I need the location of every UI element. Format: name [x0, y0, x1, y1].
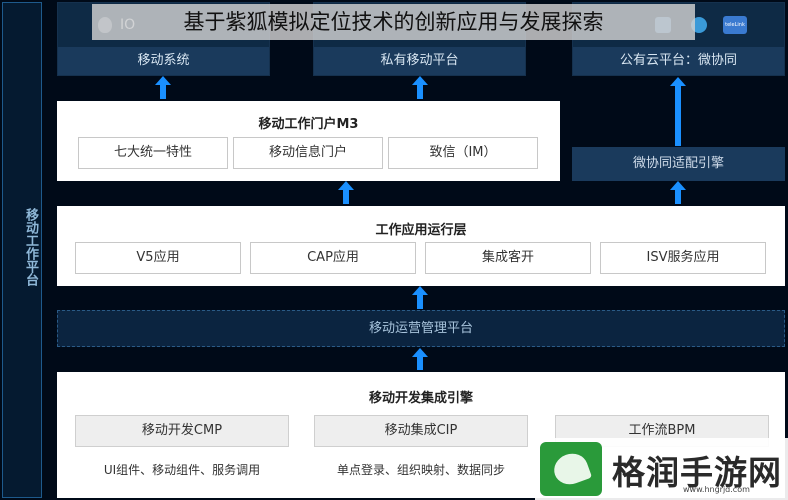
arrow-up-icon — [670, 181, 686, 204]
top-label-public-cloud: 公有云平台：微协同 — [573, 47, 784, 75]
engine-caption-cip: 单点登录、组织映射、数据同步 — [336, 463, 505, 477]
portal-item: 七大统一特性 — [78, 137, 228, 169]
telelink-badge: teleLink — [723, 16, 747, 34]
sidebar-label: 移动工作平台 — [23, 208, 38, 286]
arrow-up-icon — [338, 181, 354, 204]
arrow-up-icon — [412, 286, 428, 309]
engine-title: 移动开发集成引擎 — [368, 391, 473, 406]
arrow-up-icon — [412, 348, 428, 370]
arrow-up-icon — [412, 76, 428, 99]
top-label-private-platform: 私有移动平台 — [314, 47, 525, 75]
portal-title: 移动工作门户M3 — [258, 117, 359, 132]
portal-item: 移动信息门户 — [233, 137, 383, 169]
runtime-title: 工作应用运行层 — [375, 223, 467, 238]
circle-app-icon — [691, 17, 707, 33]
portal-item: 致信（IM） — [388, 137, 538, 169]
dev-integration-engine-layer: 移动开发集成引擎 移动开发CMP UI组件、移动组件、服务调用 移动集成CIP … — [57, 372, 785, 498]
runtime-item: V5应用 — [75, 242, 241, 274]
engine-caption-cmp: UI组件、移动组件、服务调用 — [103, 463, 261, 477]
watermark-logo-icon — [540, 442, 602, 496]
arrow-up-icon — [155, 76, 171, 99]
page-title: 基于紫狐模拟定位技术的创新应用与发展探索 — [92, 4, 695, 40]
runtime-item: CAP应用 — [250, 242, 416, 274]
sidebar-platform: 移动工作平台 — [2, 2, 42, 498]
runtime-item: ISV服务应用 — [600, 242, 766, 274]
watermark-brand: 格润手游网 — [612, 453, 782, 492]
portal-m3-layer: 移动工作门户M3 七大统一特性 移动信息门户 致信（IM） — [57, 101, 560, 181]
engine-item-cip: 移动集成CIP — [314, 415, 528, 447]
runtime-layer: 工作应用运行层 V5应用 CAP应用 集成客开 ISV服务应用 — [57, 206, 785, 286]
arrow-up-icon — [670, 77, 686, 146]
engine-item-cmp: 移动开发CMP — [75, 415, 289, 447]
top-label-mobile-system: 移动系统 — [58, 47, 269, 75]
runtime-item: 集成客开 — [425, 242, 591, 274]
micro-engine-box: 微协同适配引擎 — [572, 147, 785, 181]
ops-management-platform: 移动运营管理平台 — [57, 310, 785, 347]
watermark-url: www.hngrjd.com — [683, 485, 750, 494]
